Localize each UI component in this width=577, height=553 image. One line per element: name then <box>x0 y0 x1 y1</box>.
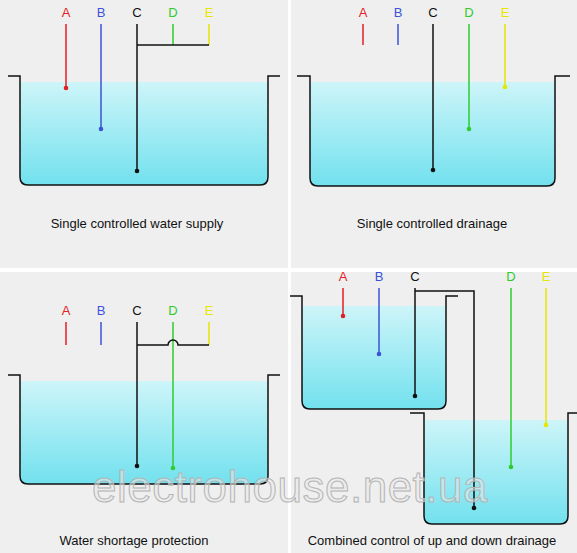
panel <box>291 0 577 268</box>
probe-letter: C <box>410 270 419 285</box>
panel <box>0 272 288 553</box>
panel <box>291 272 577 553</box>
probes <box>363 24 505 170</box>
probe-letter: D <box>464 6 473 21</box>
probe-tips <box>431 85 508 173</box>
probe-letter: A <box>339 270 348 285</box>
probe-letter: B <box>394 6 403 21</box>
probe-letter: B <box>375 270 384 285</box>
panel <box>0 0 288 268</box>
tank <box>290 296 458 409</box>
probe-letter: E <box>205 304 214 319</box>
probe-letter: E <box>501 6 510 21</box>
probe-letter: D <box>168 6 177 21</box>
probe-letter: D <box>506 270 515 285</box>
water <box>302 306 446 409</box>
water <box>20 82 268 185</box>
probe-letter: D <box>168 304 177 319</box>
probe-letter: A <box>62 6 71 21</box>
probe-letter: B <box>97 304 106 319</box>
probe-letter: A <box>62 304 71 319</box>
probe-letter: C <box>132 6 141 21</box>
probe-letter: A <box>359 6 368 21</box>
probes <box>66 322 209 468</box>
probe-tips <box>64 86 140 174</box>
probe-letter: E <box>205 6 214 21</box>
tank <box>8 76 280 185</box>
probe-letter: C <box>132 304 141 319</box>
watermark: electrohouse.net.ua <box>92 462 488 513</box>
probe-letter: B <box>97 6 106 21</box>
caption: Combined control of up and down drainage <box>308 534 557 549</box>
caption: Water shortage protection <box>59 534 208 549</box>
probe-letter: C <box>428 6 437 21</box>
caption: Single controlled water supply <box>51 217 224 232</box>
probes <box>66 24 209 171</box>
probe-letter: E <box>542 270 551 285</box>
caption: Single controlled drainage <box>357 217 507 232</box>
